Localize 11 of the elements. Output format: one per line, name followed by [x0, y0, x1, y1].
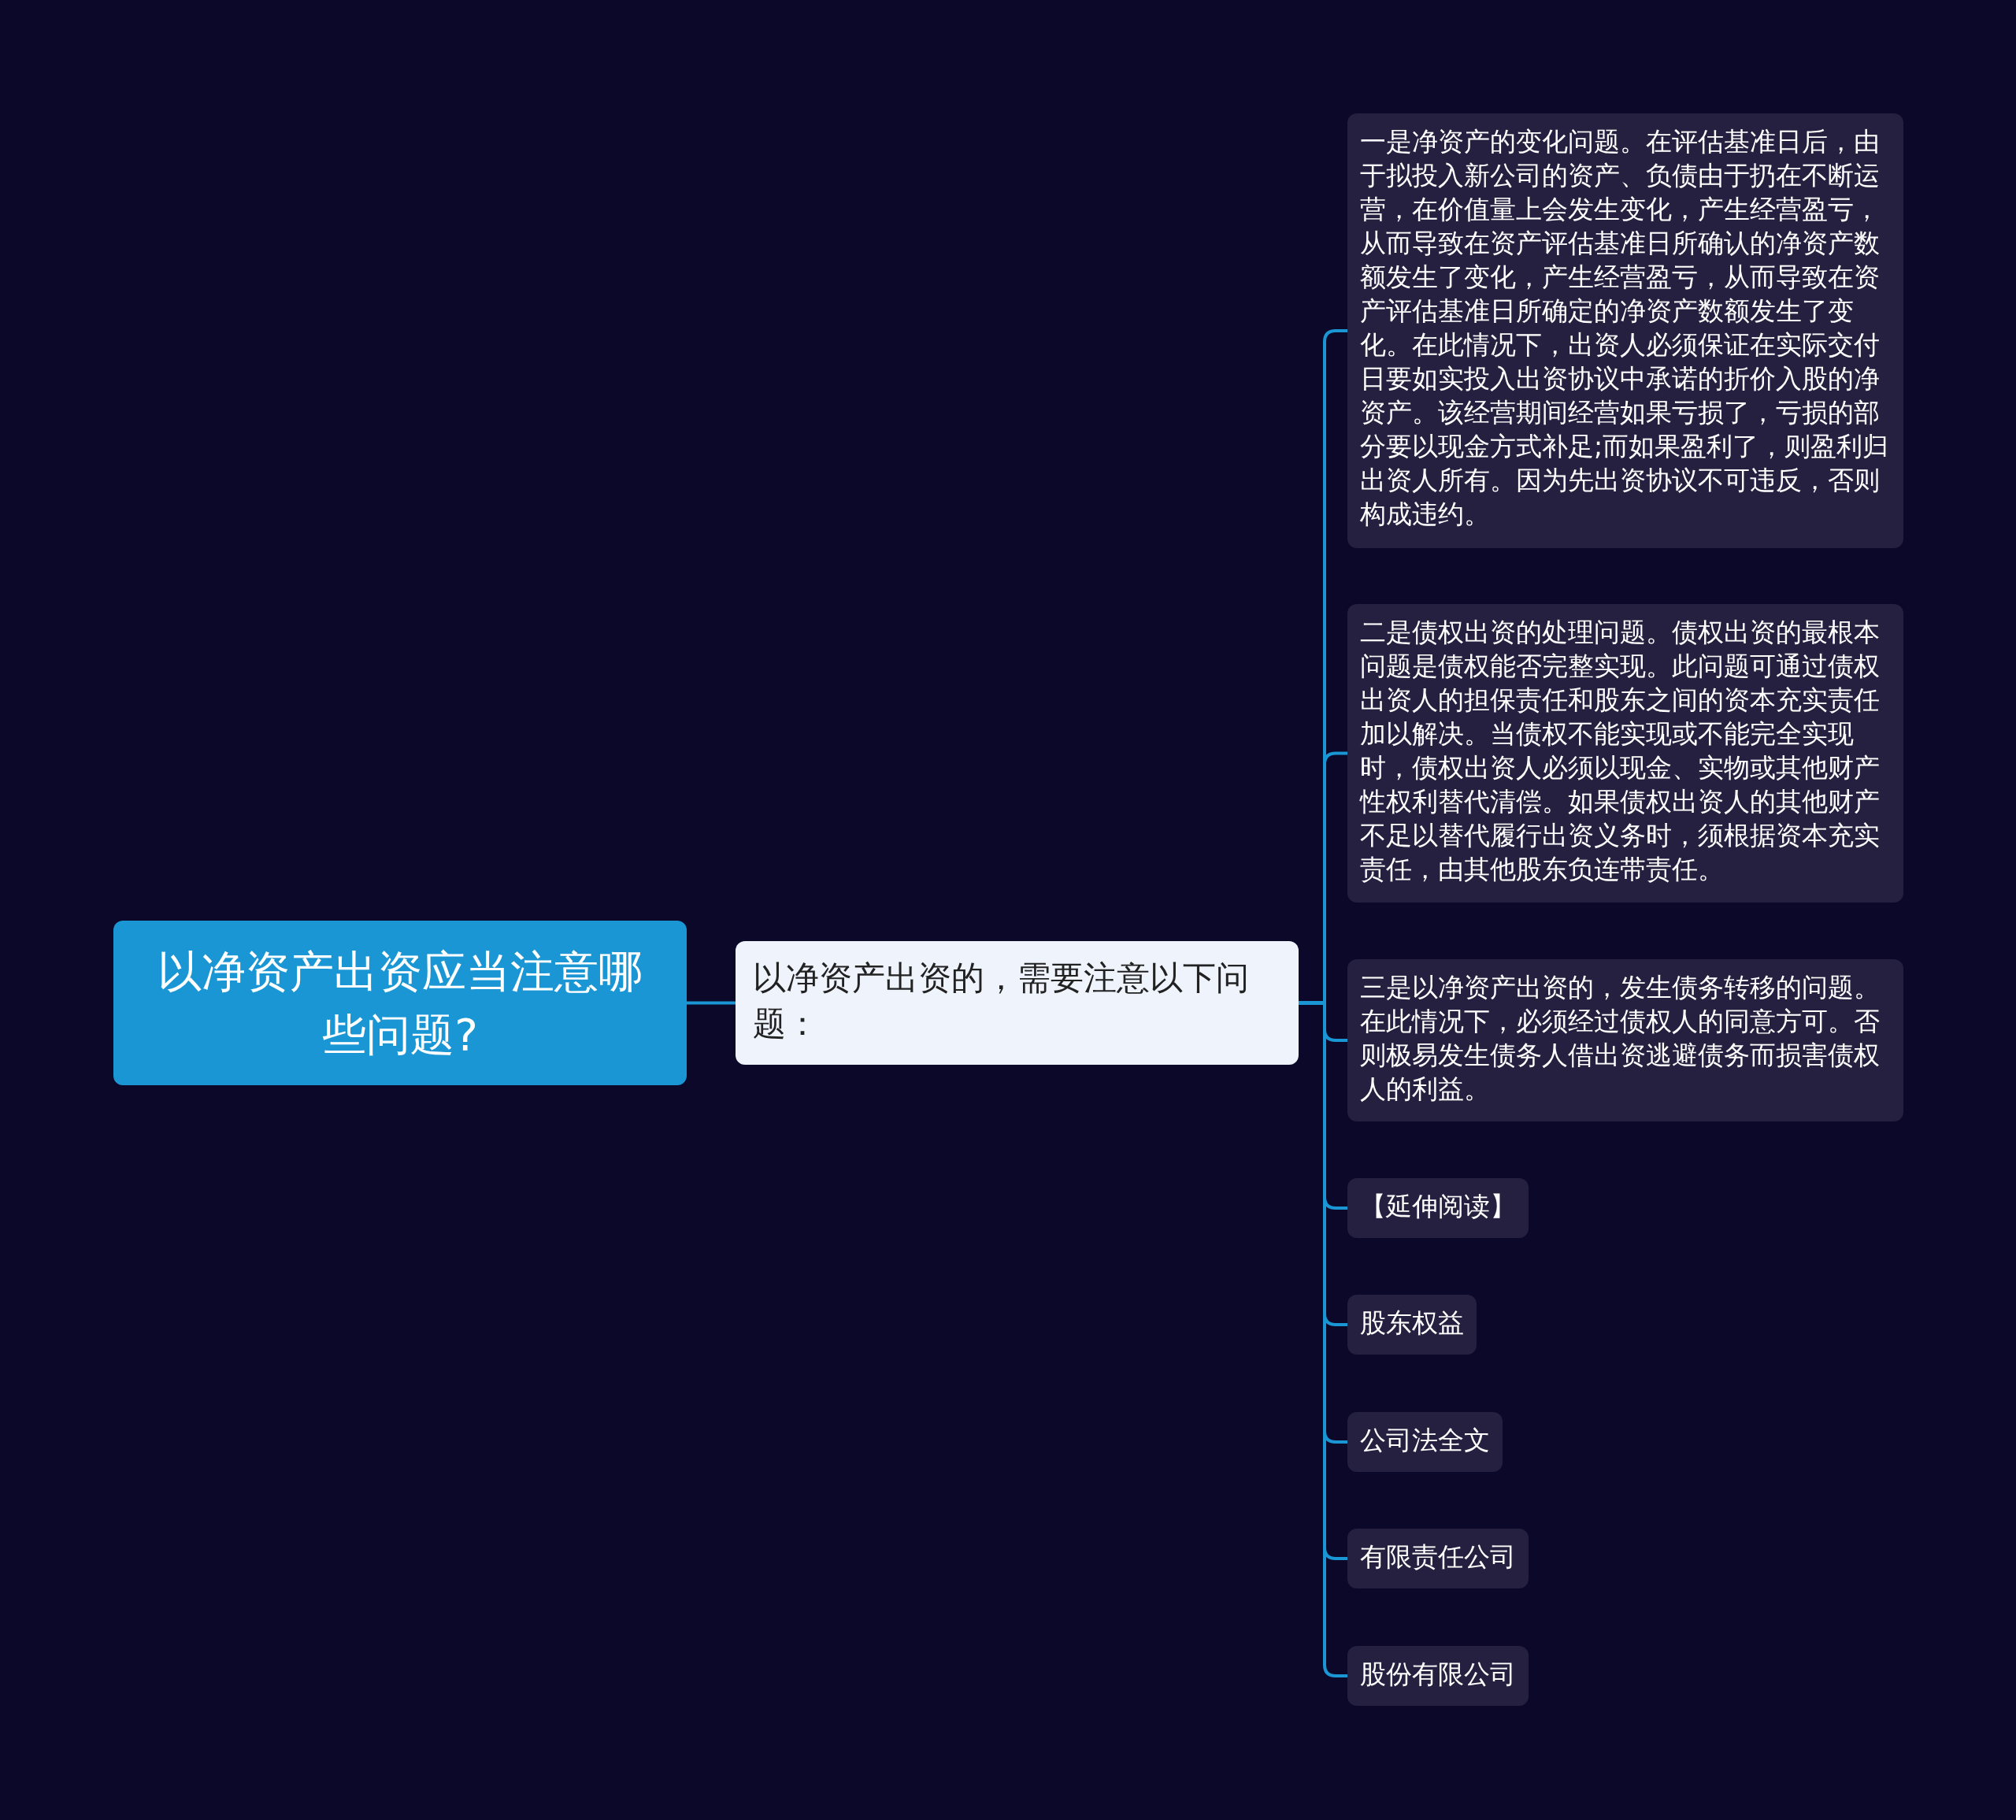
topic-tag: 【延伸阅读】 — [1347, 1178, 1529, 1238]
text-card: 二是债权出资的处理问题。债权出资的最根本问题是债权能否完整实现。此问题可通过债权出资人的担保责任和股东之间的资本充实责任加以解决。当债权不能实现或不能完全实现时，债权出资人必须以现金、实物或其他财产性权利替代清偿。如果债权出资人的其他财产不足以替代履行出资义务时，须根据资本充实责任，由其他股东负连带责任。 — [1347, 604, 1903, 903]
topic-tag: 公司法全文 — [1347, 1412, 1503, 1472]
subtopic-box: 以净资产出资的，需要注意以下问题： — [736, 941, 1299, 1065]
topic-tag: 股份有限公司 — [1347, 1646, 1529, 1706]
text-card: 三是以净资产出资的，发生债务转移的问题。在此情况下，必须经过债权人的同意方可。否则极易发生债务人借出资逃避债务而损害债权人的利益。 — [1347, 959, 1903, 1121]
text-card: 一是净资产的变化问题。在评估基准日后，由于拟投入新公司的资产、负债由于扔在不断运营，在价值量上会发生变化，产生经营盈亏，从而导致在资产评估基准日所确认的净资产数额发生了变化，产生经营盈亏，从而导致在资产评估基准日所确定的净资产数额发生了变化。在此情况下，出资人必须保证在实际交付日要如实投入出资协议中承诺的折价入股的净资产。该经营期间经营如果亏损了，亏损的部分要以现金方式补足;而如果盈利了，则盈利归出资人所有。因为先出资协议不可违反，否则构成违约。 — [1347, 113, 1903, 548]
topic-box: 以净资产出资应当注意哪些问题? — [113, 921, 687, 1085]
topic-tag: 有限责任公司 — [1347, 1529, 1529, 1588]
connector-line — [687, 1001, 736, 1005]
topic-tag: 股东权益 — [1347, 1295, 1477, 1355]
